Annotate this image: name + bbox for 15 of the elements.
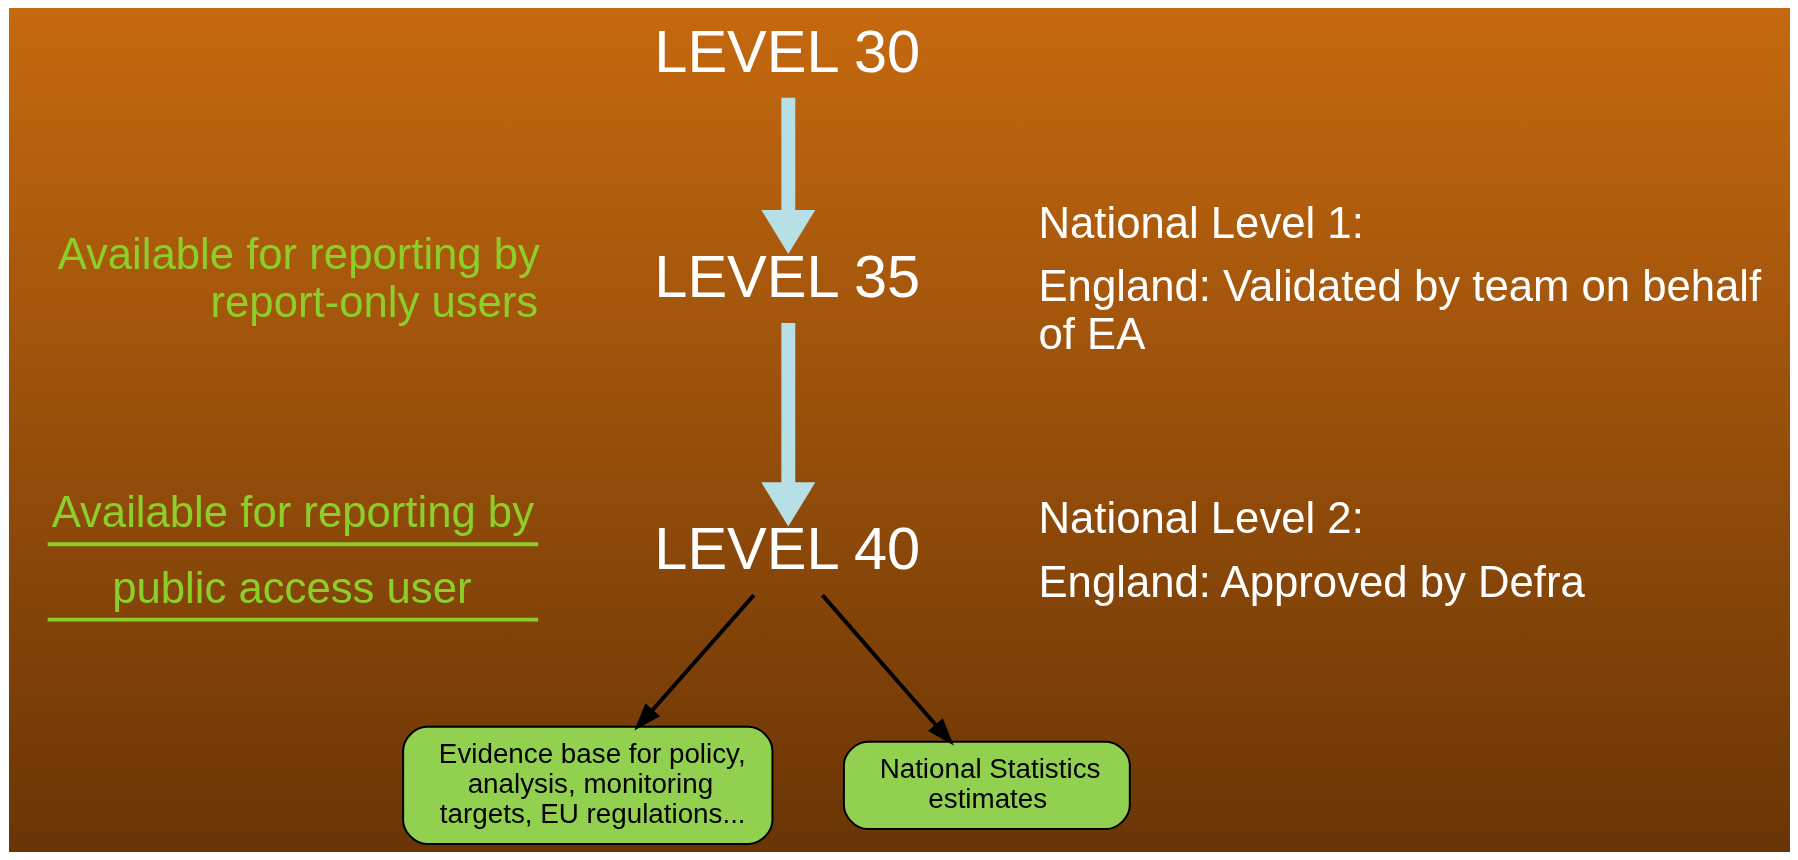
label: England: Approved by Defra (1037, 556, 1585, 606)
arrow (633, 593, 755, 731)
label: National Level 2: (1037, 493, 1364, 543)
node-text: LEVEL 40 (653, 514, 920, 582)
label: Available for reporting by report-only users (57, 229, 540, 327)
label: National Level 1: (1037, 197, 1364, 247)
arrow (760, 97, 815, 254)
node-text: LEVEL 30 (653, 17, 920, 85)
node-text: LEVEL 35 (653, 242, 920, 310)
arrow (760, 323, 815, 527)
label: England: Validated by team on behalf of EA (1037, 261, 1761, 358)
node-box: National Statistics estimates (842, 740, 1131, 831)
node-box: Evidence base for policy, analysis, monitoring targets, EU regulations... (401, 725, 773, 845)
label: Available for reporting by public access user (51, 487, 534, 612)
arrow (820, 593, 954, 746)
